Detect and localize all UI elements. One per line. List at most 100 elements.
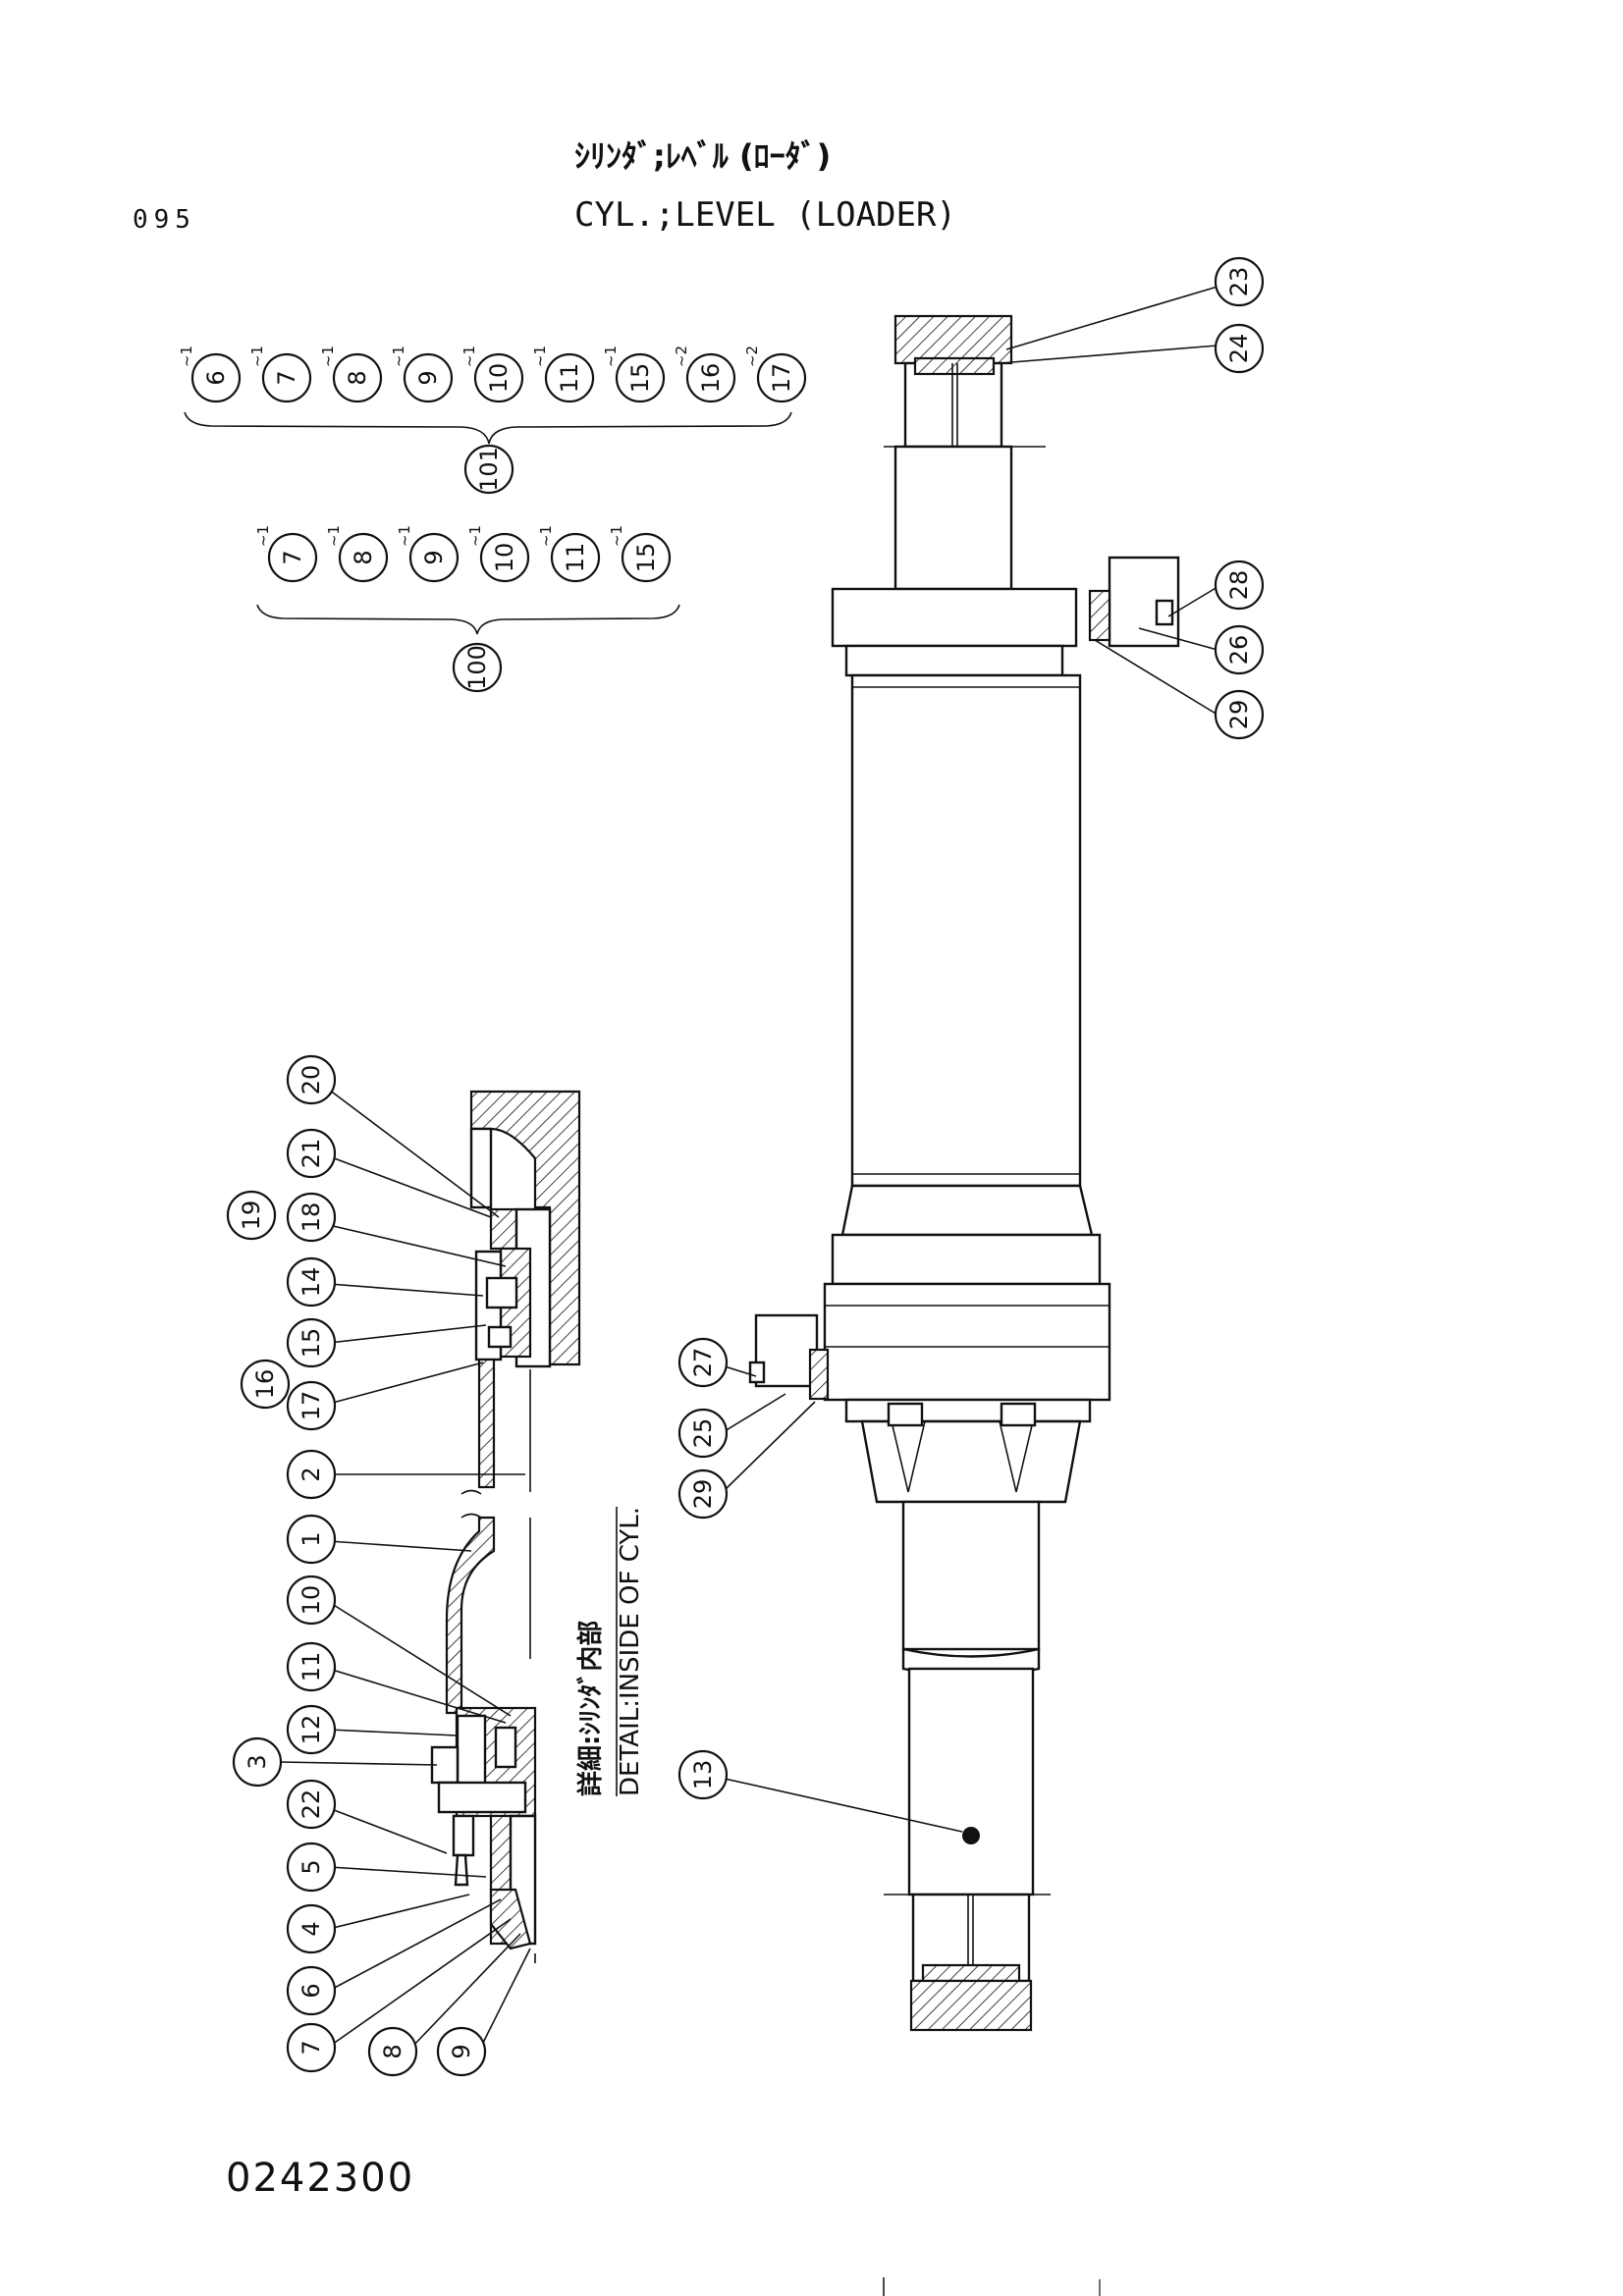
callout-21: 21 [286, 1128, 337, 1179]
kit-100-label: 100 [463, 645, 491, 690]
callout-3: 3 [232, 1736, 283, 1788]
svg-text:6: 6 [298, 1983, 325, 1998]
detail-section [430, 1090, 589, 1963]
item-quantity: ~1 [319, 346, 337, 367]
svg-text:25: 25 [689, 1418, 717, 1449]
callout-12: 12 [286, 1704, 337, 1755]
callout-4: 4 [286, 1903, 337, 1954]
callout-17-detail: 17 [286, 1380, 337, 1431]
head-flange [831, 587, 1078, 648]
item-quantity: ~2 [743, 346, 761, 367]
item-number: 15 [626, 363, 654, 394]
svg-text:18: 18 [298, 1202, 325, 1233]
port-seal-upper [1088, 589, 1111, 642]
kit-101-item-16: 16 ~2 [673, 346, 736, 403]
kit-100-item-7: 7 ~1 [254, 525, 318, 583]
item-quantity: ~1 [608, 525, 625, 547]
svg-text:10: 10 [298, 1585, 325, 1616]
item-quantity: ~1 [537, 525, 555, 547]
callout-16-detail: 16 [240, 1359, 291, 1410]
svg-text:21: 21 [298, 1139, 325, 1169]
svg-text:29: 29 [1225, 700, 1253, 730]
kit-100-item-15: 15 ~1 [608, 525, 672, 583]
svg-text:19: 19 [238, 1201, 265, 1231]
item-number: 11 [562, 543, 589, 573]
callout-18: 18 [286, 1192, 337, 1243]
callout-28: 28 [1214, 560, 1265, 611]
port-seal-lower [808, 1348, 830, 1401]
svg-text:8: 8 [379, 2044, 406, 2058]
kit-100-brace [256, 604, 680, 635]
gland-taper [840, 1184, 1094, 1237]
svg-text:16: 16 [251, 1369, 279, 1400]
top-seal-hatch [913, 356, 996, 376]
callout-29-upper: 29 [1214, 689, 1265, 740]
item-number: 10 [491, 543, 518, 573]
main-callouts: 23 24 28 26 29 27 25 29 13 [677, 256, 1265, 1833]
item-number: 10 [485, 363, 513, 394]
svg-text:4: 4 [298, 1921, 325, 1936]
port-bolt-lower [748, 1361, 766, 1384]
callout-29-lower: 29 [677, 1468, 729, 1520]
svg-text:5: 5 [298, 1859, 325, 1874]
kit-101-group: 6~17~18~19~110~111~115~116~217~2 [178, 346, 807, 403]
item-quantity: ~1 [178, 346, 195, 367]
kit-101-item-17: 17 ~2 [743, 346, 807, 403]
kit-100-bubble: 100 [452, 642, 503, 693]
detail-label-english: DETAIL:INSIDE OF CYL. [616, 1507, 645, 1796]
item-quantity: ~2 [673, 346, 690, 367]
svg-text:9: 9 [448, 2044, 475, 2058]
item-quantity: ~1 [248, 346, 266, 367]
item-quantity: ~1 [531, 346, 549, 367]
item-number: 8 [350, 550, 377, 564]
callout-27: 27 [677, 1337, 729, 1388]
piston-rod-upper [901, 1500, 1041, 1651]
grease-nipple [962, 1827, 980, 1844]
kit-101-item-7: 7 ~1 [248, 346, 312, 403]
svg-text:22: 22 [298, 1789, 325, 1820]
head-neck [844, 644, 1064, 677]
port-bolt-upper [1155, 599, 1174, 626]
callout-26: 26 [1214, 624, 1265, 675]
item-number: 8 [344, 370, 371, 385]
svg-text:13: 13 [689, 1760, 717, 1790]
kit-101-item-11: 11~1 [531, 346, 595, 403]
callout-13: 13 [677, 1749, 729, 1800]
item-number: 7 [279, 550, 306, 564]
detail-callouts: 20 21 19 18 14 15 16 17 2 1 10 11 12 3 2… [226, 1054, 531, 2077]
svg-text:3: 3 [243, 1754, 271, 1769]
callout-7-detail: 7 [286, 2022, 337, 2073]
svg-text:24: 24 [1225, 334, 1253, 364]
svg-text:2: 2 [298, 1467, 325, 1481]
kit-100-item-9: 9~1 [396, 525, 460, 583]
item-quantity: ~1 [466, 525, 484, 547]
item-number: 15 [632, 543, 660, 573]
kit-101-item-10: 10~1 [460, 346, 524, 403]
title-japanese: ｼﾘﾝﾀﾞ;ﾚﾍﾞﾙ (ﾛｰﾀﾞ) [574, 137, 831, 175]
kit-101-item-6: 6~1 [178, 346, 242, 403]
callout-8-detail: 8 [367, 2026, 418, 2077]
detail-piston-neck [445, 1516, 496, 1715]
svg-text:14: 14 [298, 1267, 325, 1298]
item-number: 16 [697, 363, 725, 394]
callout-5: 5 [286, 1842, 337, 1893]
top-eye-bushing [903, 361, 1003, 449]
callout-6-detail: 6 [286, 1965, 337, 2016]
item-number: 17 [768, 363, 795, 394]
svg-text:7: 7 [298, 2040, 325, 2055]
top-eye-hatch [893, 314, 1013, 365]
svg-text:28: 28 [1225, 570, 1253, 601]
cylinder-tube [850, 673, 1082, 1188]
callout-10-detail: 10 [286, 1575, 337, 1626]
drawing-number: 0242300 [226, 2156, 414, 2201]
title-english: CYL.;LEVEL (LOADER) [574, 195, 956, 235]
callout-23: 23 [1214, 256, 1265, 307]
item-quantity: ~1 [254, 525, 272, 547]
kit-100-item-10: 10 ~1 [466, 525, 530, 583]
cylinder-assembly [748, 314, 1180, 2032]
gland-collar [831, 1233, 1102, 1286]
detail-grease-fitting [454, 1853, 469, 1887]
svg-text:15: 15 [298, 1328, 325, 1359]
kit-100-item-11: 11 ~1 [537, 525, 601, 583]
item-number: 7 [273, 370, 300, 385]
